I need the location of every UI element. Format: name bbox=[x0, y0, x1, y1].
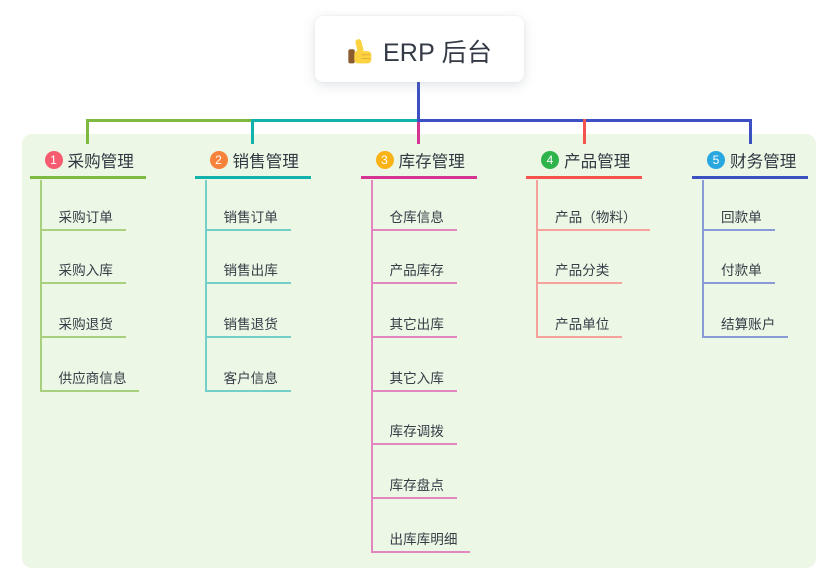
branch-number-badge: 4 bbox=[541, 150, 559, 169]
branch-topic-label: 库存管理 bbox=[398, 151, 465, 171]
branch-children-inventory: 仓库信息 产品库存 其它出库 其它入库 库存调拨 库存盘点 出库库明细 bbox=[370, 179, 471, 553]
connector-branch2-drop bbox=[251, 118, 254, 144]
branch-topic-purchasing[interactable]: 1 采购管理 bbox=[29, 144, 146, 179]
branch-topic-label: 采购管理 bbox=[67, 151, 134, 171]
branch-children-sales: 销售订单 销售出库 销售退货 客户信息 bbox=[204, 179, 291, 392]
branch4-children-line bbox=[536, 179, 538, 338]
child-topic[interactable]: 产品分类 bbox=[536, 260, 623, 285]
child-topic[interactable]: 付款单 bbox=[702, 260, 775, 285]
root-topic-label: ERP 后台 bbox=[382, 39, 493, 67]
branch-topic-label: 财务管理 bbox=[730, 151, 797, 171]
root-topic[interactable]: ERP 后台 bbox=[315, 16, 524, 82]
child-topic[interactable]: 采购订单 bbox=[39, 207, 126, 231]
child-topic[interactable]: 仓库信息 bbox=[370, 207, 457, 231]
connector-branch3-drop bbox=[417, 121, 420, 144]
child-topic[interactable]: 库存盘点 bbox=[370, 475, 457, 499]
child-topic[interactable]: 产品（物料） bbox=[536, 207, 650, 231]
branch-number-badge: 2 bbox=[209, 150, 228, 169]
branch-topic-finance[interactable]: 5 财务管理 bbox=[692, 144, 808, 179]
child-topic[interactable]: 销售出库 bbox=[204, 260, 291, 285]
branch-children-product: 产品（物料） 产品分类 产品单位 bbox=[536, 179, 650, 338]
child-topic[interactable]: 库存调拨 bbox=[370, 421, 457, 446]
child-topic[interactable]: 其它入库 bbox=[370, 368, 457, 392]
branch-number-badge: 5 bbox=[707, 150, 725, 169]
thumbs-up-icon bbox=[348, 39, 372, 64]
branch-number-badge: 3 bbox=[375, 150, 394, 169]
connector-branch2-horizontal bbox=[251, 118, 420, 122]
branch-number-badge: 1 bbox=[44, 150, 63, 169]
child-topic[interactable]: 产品单位 bbox=[536, 314, 623, 338]
mindmap-panel bbox=[22, 134, 816, 568]
child-topic[interactable]: 回款单 bbox=[702, 207, 775, 231]
child-topic[interactable]: 产品库存 bbox=[370, 260, 457, 285]
child-topic[interactable]: 客户信息 bbox=[204, 368, 291, 392]
connector-root-stem bbox=[417, 82, 420, 122]
branch-topic-label: 销售管理 bbox=[232, 151, 299, 171]
branch-children-purchasing: 采购订单 采购入库 采购退货 供应商信息 bbox=[39, 179, 140, 392]
branch-children-finance: 回款单 付款单 结算账户 bbox=[702, 179, 789, 338]
branch3-children-line bbox=[370, 179, 373, 553]
child-topic[interactable]: 销售退货 bbox=[204, 314, 291, 338]
connector-branch5-drop bbox=[748, 118, 752, 144]
branch-topic-inventory[interactable]: 3 库存管理 bbox=[360, 144, 477, 179]
branch-topic-sales[interactable]: 2 销售管理 bbox=[194, 144, 311, 179]
branch2-children-line bbox=[204, 179, 207, 392]
child-topic[interactable]: 其它出库 bbox=[370, 314, 457, 338]
child-topic[interactable]: 结算账户 bbox=[702, 314, 789, 338]
child-topic[interactable]: 供应商信息 bbox=[39, 368, 140, 392]
branch-topic-product[interactable]: 4 产品管理 bbox=[526, 144, 642, 179]
branch1-children-line bbox=[39, 179, 42, 392]
connector-branch1-drop bbox=[86, 118, 89, 144]
connector-branch4-drop bbox=[582, 118, 586, 144]
child-topic[interactable]: 采购退货 bbox=[39, 314, 126, 338]
child-topic[interactable]: 销售订单 bbox=[204, 207, 291, 231]
branch5-children-line bbox=[702, 179, 704, 338]
child-topic[interactable]: 采购入库 bbox=[39, 260, 126, 285]
child-topic[interactable]: 出库库明细 bbox=[370, 529, 471, 553]
branch-topic-label: 产品管理 bbox=[564, 151, 631, 171]
